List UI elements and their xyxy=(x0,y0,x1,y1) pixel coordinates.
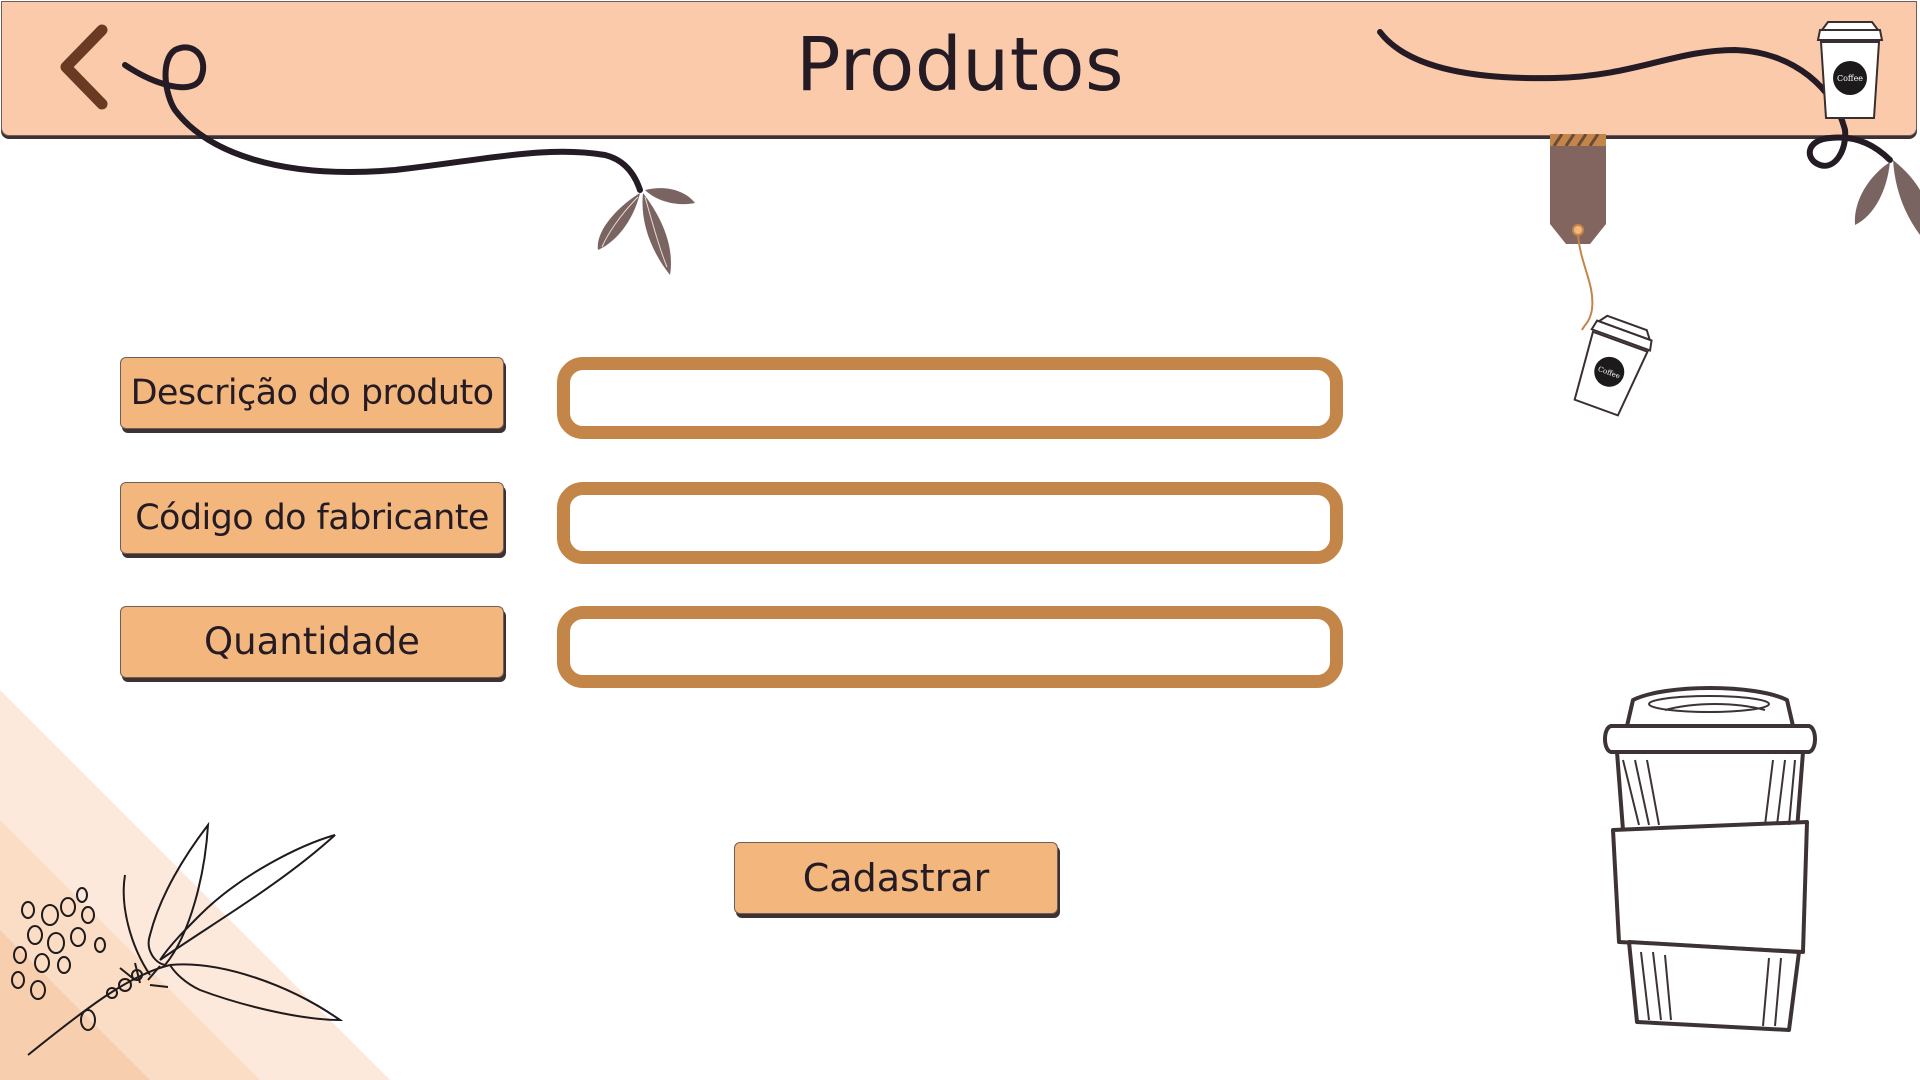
large-coffee-cup-icon xyxy=(1603,686,1817,1032)
coffee-branch-icon xyxy=(11,821,344,1056)
price-tag-icon: Coffee xyxy=(1550,134,1653,417)
manufacturer-code-input[interactable] xyxy=(557,482,1343,564)
vine-left-decoration xyxy=(122,44,695,275)
manufacturer-code-label: Código do fabricante xyxy=(120,482,504,554)
description-label: Descrição do produto xyxy=(120,357,504,429)
svg-text:Coffee: Coffee xyxy=(1837,74,1863,83)
corner-pattern-decoration xyxy=(0,690,390,1080)
header-bar xyxy=(1,1,1917,136)
vine-right-decoration xyxy=(1377,29,1920,235)
page-title: Produtos xyxy=(795,22,1125,108)
description-input[interactable] xyxy=(557,357,1343,439)
coffee-cup-icon: Coffee xyxy=(1816,21,1884,119)
register-button[interactable]: Cadastrar xyxy=(734,842,1058,914)
quantity-input[interactable] xyxy=(557,606,1343,688)
back-button[interactable] xyxy=(52,22,122,112)
chevron-left-icon xyxy=(60,24,108,110)
quantity-label: Quantidade xyxy=(120,606,504,678)
